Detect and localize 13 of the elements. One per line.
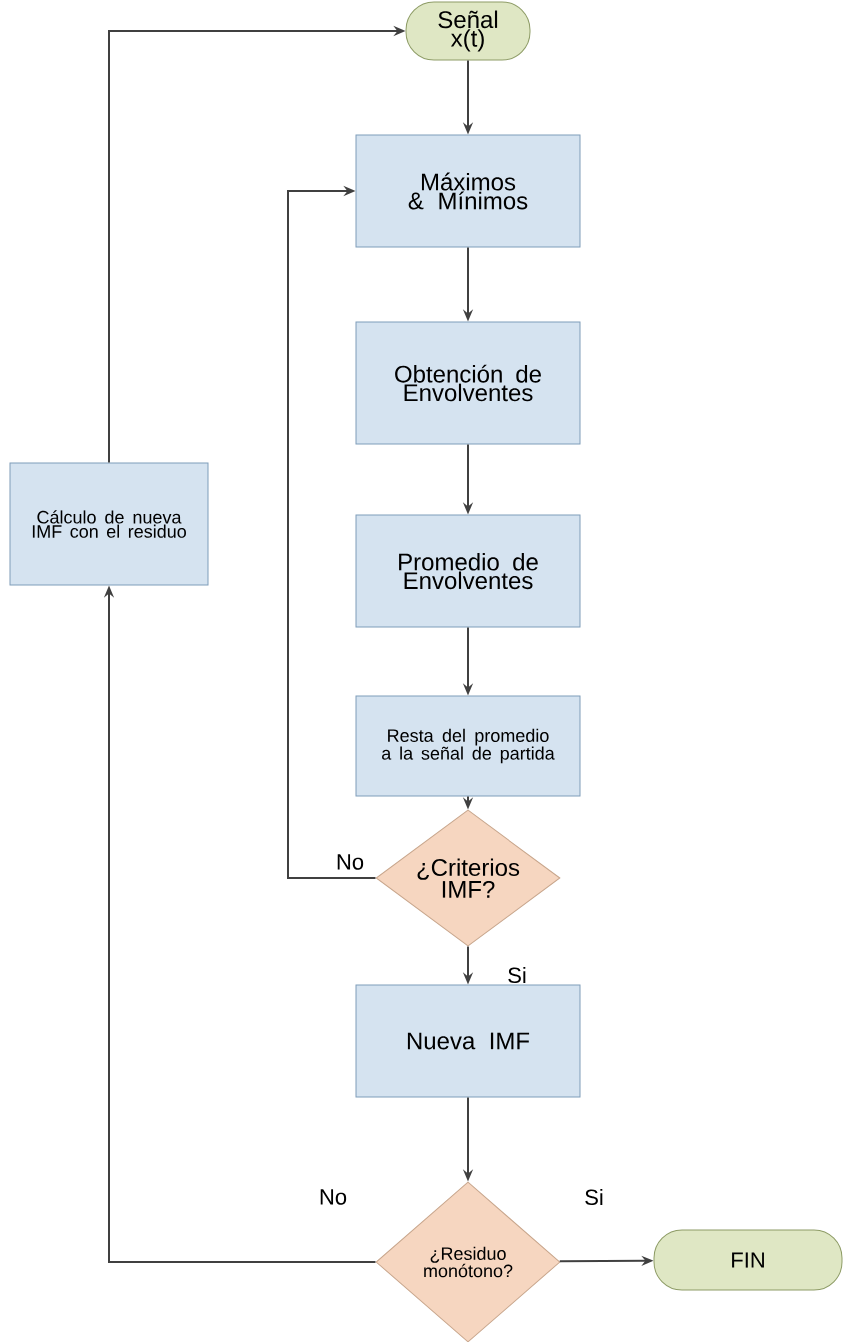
edge-label: Si bbox=[508, 966, 526, 984]
process-box: Obtención de Envolventes bbox=[355, 321, 581, 445]
edge-label: Si bbox=[585, 1188, 603, 1206]
process-box: Nueva IMF bbox=[355, 984, 581, 1098]
terminal-box: Señal x(t) bbox=[405, 1, 531, 61]
terminal-box: FIN bbox=[653, 1229, 843, 1291]
edge-label: No bbox=[320, 1189, 347, 1205]
process-box: Resta del promedio a la señal de partida bbox=[355, 695, 581, 797]
edge-label: No bbox=[337, 854, 364, 870]
arrow bbox=[287, 185, 377, 879]
process-box: Promedio de Envolventes bbox=[355, 514, 581, 628]
process-box: Máximos & Mínimos bbox=[355, 134, 581, 248]
process-box: Cálculo de nueva IMF con el residuo bbox=[9, 462, 209, 586]
